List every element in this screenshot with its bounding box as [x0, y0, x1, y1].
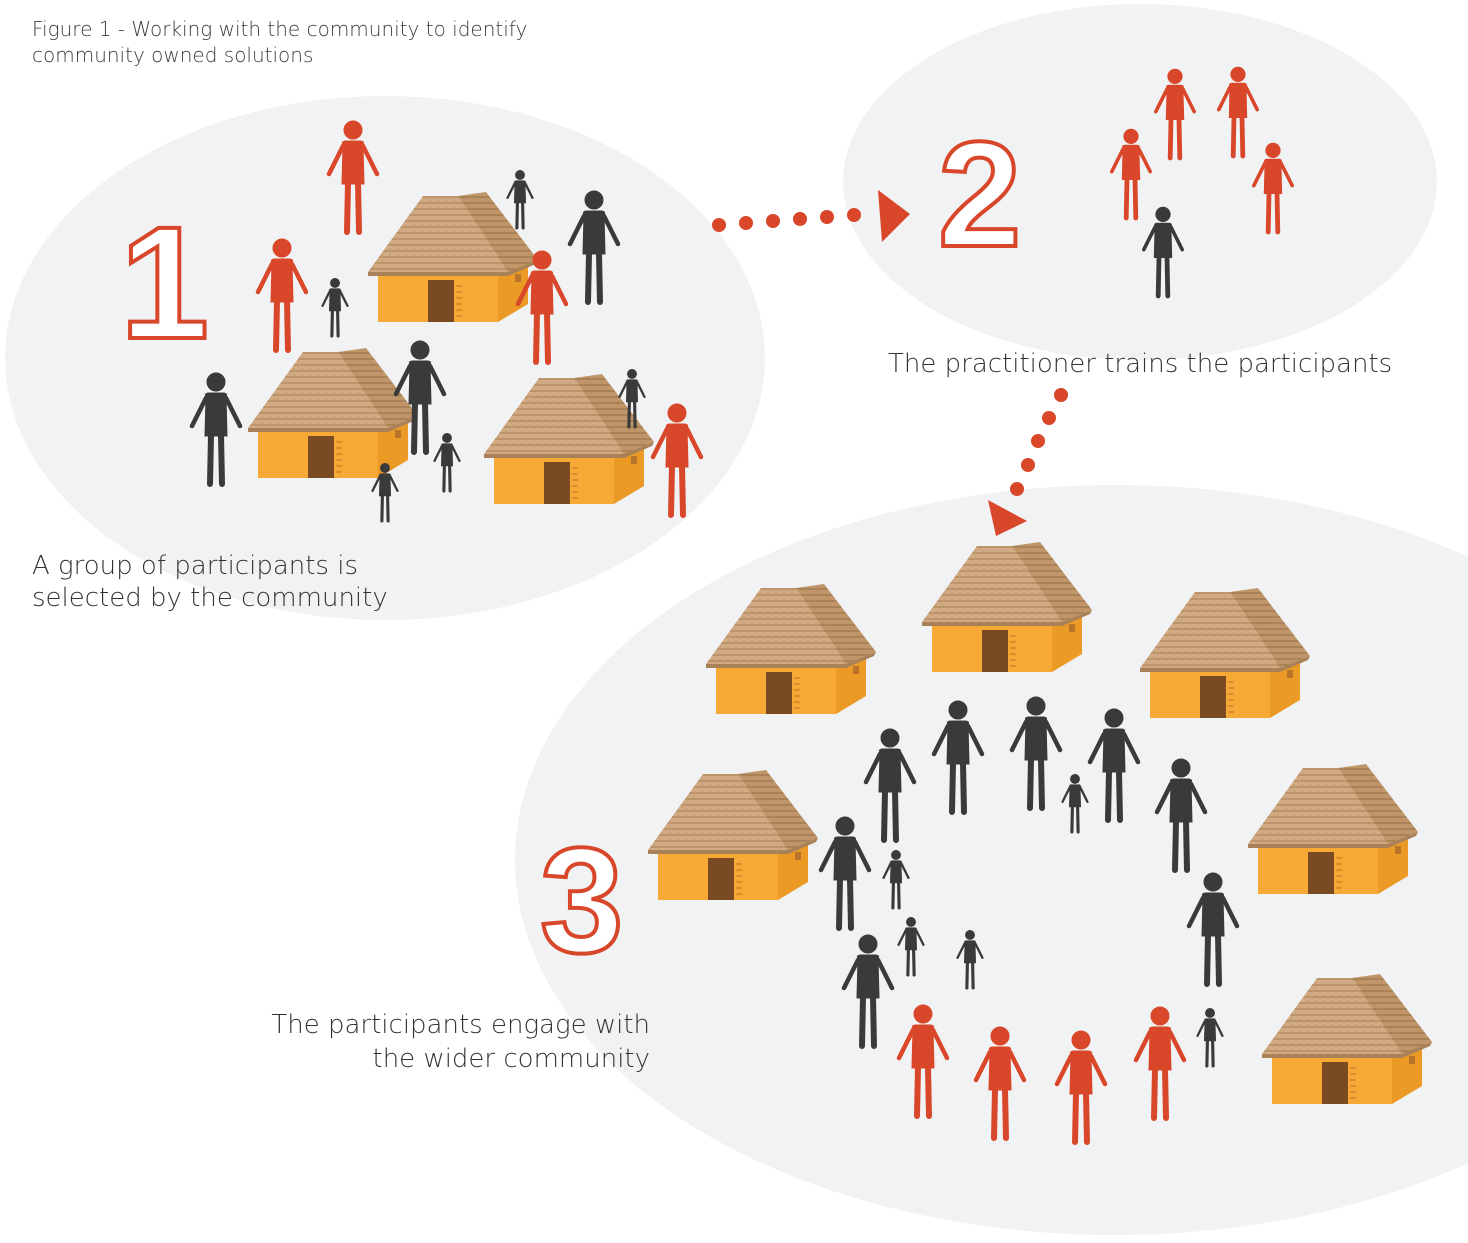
step-1-caption: A group of participants is selected by t…: [32, 550, 452, 614]
step-3-caption: The participants engage with the wider c…: [230, 1008, 650, 1076]
figure-title: Figure 1 - Working with the community to…: [32, 16, 652, 68]
dotted-arrow-icon: [712, 190, 910, 242]
step-3-caption-line-2: the wider community: [372, 1044, 651, 1074]
dotted-arrow-icon: [988, 388, 1068, 536]
step-2-bubble: [843, 4, 1437, 360]
figure-title-line-1: Figure 1 - Working with the community to…: [32, 17, 528, 41]
step-2-caption: The practitioner trains the participants: [888, 349, 1393, 379]
figure-title-line-2: community owned solutions: [32, 43, 314, 67]
step-2-number: 2: [938, 110, 1021, 278]
step-3-number: 3: [540, 816, 623, 984]
step-1-caption-line-2: selected by the community: [32, 583, 388, 613]
step-1-number: 1: [120, 193, 209, 372]
step-1-bubble: [5, 96, 765, 620]
step-3-caption-line-1: The participants engage with: [271, 1010, 650, 1040]
step-1-caption-line-1: A group of participants is: [32, 551, 359, 581]
